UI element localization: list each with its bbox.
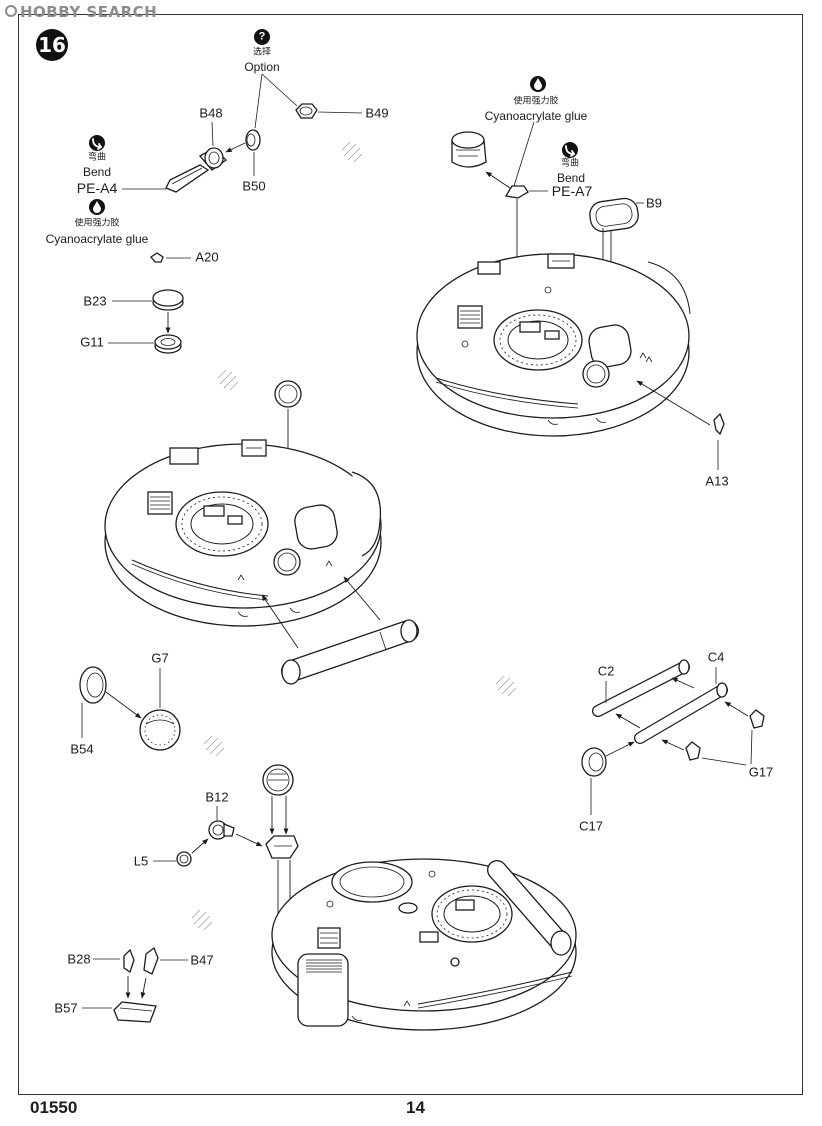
part-c17 (581, 741, 635, 815)
bend-note-zh: 弯曲 (87, 152, 107, 163)
page-frame (18, 14, 803, 1095)
part-label-g11: G11 (80, 334, 104, 350)
page-number: 14 (406, 1098, 425, 1117)
part-label-b23: B23 (83, 293, 107, 309)
part-c2 (592, 659, 690, 717)
kit-number: 01550 (30, 1098, 78, 1117)
step-number: 16 (38, 33, 66, 57)
turret-assembly-bottom (271, 858, 577, 1031)
part-a13 (636, 380, 725, 470)
part-pe-a4 (122, 164, 210, 193)
part-l5 (153, 838, 209, 867)
bend-icon (562, 142, 578, 158)
glue-leader-line (513, 121, 535, 187)
part-g7 (139, 668, 181, 751)
part-label-c4: C4 (707, 649, 725, 665)
part-b48 (198, 121, 228, 171)
bend-note-zh: 弯曲 (560, 158, 580, 169)
bend-note-en: Bend (556, 171, 586, 185)
part-label-b50: B50 (242, 178, 266, 194)
part-b23 (112, 289, 184, 334)
part-label-b57: B57 (54, 1000, 78, 1016)
glue-note-en: Cyanoacrylate glue (484, 109, 588, 123)
bend-icon (89, 135, 105, 151)
option-note-en: Option (244, 60, 280, 74)
part-headlight (262, 764, 294, 835)
part-label-b48: B48 (199, 105, 223, 121)
bend-note-en: Bend (82, 165, 112, 179)
part-label-a13: A13 (705, 473, 729, 489)
glue-note-zh: 使用强力胶 (513, 96, 559, 107)
part-c4 (615, 667, 728, 744)
part-b50 (225, 129, 261, 176)
part-label-b28: B28 (67, 951, 91, 967)
glue-note-en: Cyanoacrylate glue (45, 232, 149, 246)
question-icon-symbol: ? (258, 30, 266, 43)
part-label-c17: C17 (579, 818, 603, 834)
part-label-pe-a7: PE-A7 (551, 183, 593, 199)
part-b57 (82, 1001, 157, 1023)
watermark: HOBBY SEARCH (20, 3, 158, 21)
turret-assembly-left (104, 439, 382, 627)
part-label-pe-a4: PE-A4 (76, 180, 118, 196)
part-label-b54: B54 (70, 741, 94, 757)
part-label-a20: A20 (195, 249, 219, 265)
part-label-b12: B12 (205, 789, 229, 805)
glue-icon (530, 76, 546, 92)
part-label-c2: C2 (597, 663, 615, 679)
step-number-badge (36, 29, 68, 61)
part-headlight-bracket (265, 835, 299, 956)
part-label-l5: L5 (133, 853, 149, 869)
part-label-b9: B9 (646, 195, 662, 211)
part-label-g7: G7 (151, 650, 169, 666)
part-b12 (208, 806, 263, 847)
part-gun-barrel (261, 576, 419, 685)
turret-assembly-right (416, 253, 691, 437)
part-b47 (140, 946, 188, 999)
question-icon (254, 29, 270, 45)
glue-note-zh: 使用强力胶 (74, 218, 120, 229)
scan-halftone-patches (191, 141, 517, 931)
part-label-b49: B49 (365, 105, 389, 121)
option-leader-lines (254, 73, 298, 129)
part-g11 (108, 334, 182, 354)
hobby-search-logo-icon (5, 5, 17, 17)
part-cupola-top (451, 131, 511, 189)
part-b28 (93, 948, 135, 999)
part-g17 (661, 701, 765, 766)
part-label-b47: B47 (190, 952, 214, 968)
glue-icon (89, 199, 105, 215)
part-a20 (150, 252, 191, 263)
option-note-zh: 选择 (252, 47, 272, 58)
part-label-g17: G17 (748, 764, 774, 780)
part-b49 (295, 103, 363, 119)
part-b54 (79, 666, 142, 738)
